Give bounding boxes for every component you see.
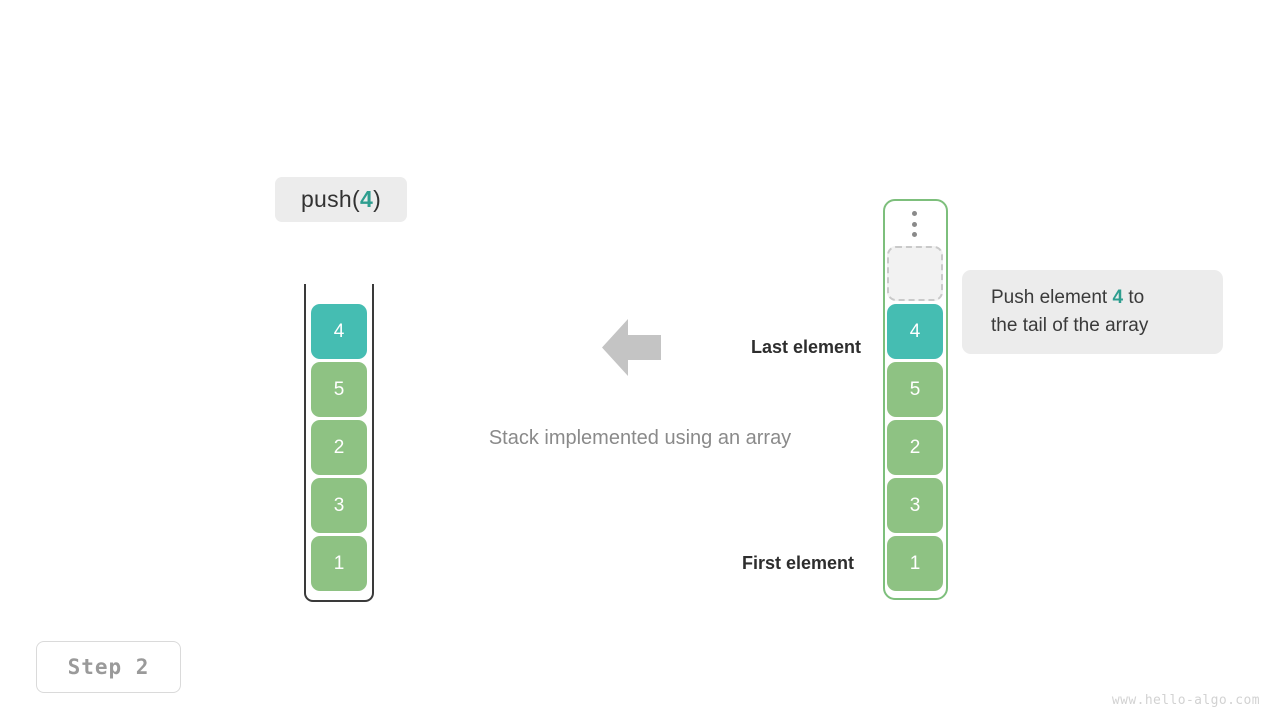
operation-prefix: push( — [300, 186, 360, 212]
stack-cell: 4 — [311, 304, 367, 359]
array-cell: 4 — [887, 304, 943, 359]
stack-container — [304, 284, 374, 602]
array-cell-list: 4 5 2 3 1 — [887, 304, 943, 594]
note-line2: the tail of the array — [991, 315, 1149, 336]
first-element-label: First element — [741, 553, 854, 573]
stack-cell: 5 — [311, 362, 367, 417]
note-line1-prefix: Push element — [991, 287, 1113, 308]
operation-suffix: ) — [373, 186, 382, 212]
step-badge: Step 2 — [36, 641, 181, 693]
vertical-ellipsis-icon — [911, 211, 917, 237]
dot — [911, 211, 917, 216]
note-line1-accent: 4 — [1112, 287, 1124, 308]
array-cell: 1 — [887, 536, 943, 591]
stack-cell: 3 — [311, 478, 367, 533]
note-line1-suffix: to — [1123, 287, 1145, 308]
stack-caption: Stack implemented using an array — [488, 427, 792, 449]
array-cell: 5 — [887, 362, 943, 417]
operation-argument: 4 — [359, 186, 374, 212]
array-cell: 2 — [887, 420, 943, 475]
watermark: www.hello-algo.com — [1111, 693, 1260, 708]
stack-cell: 2 — [311, 420, 367, 475]
last-element-label: Last element — [750, 337, 861, 357]
dot — [911, 221, 917, 227]
dot — [911, 232, 917, 237]
array-cell: 3 — [887, 478, 943, 533]
push-note: Push element 4 to the tail of the array — [962, 270, 1223, 354]
empty-array-slot — [887, 246, 943, 301]
arrow-left-icon — [602, 319, 661, 376]
operation-label: push(4) — [275, 177, 407, 222]
stack-cell-list: 4 5 2 3 1 — [311, 304, 367, 594]
stack-cell: 1 — [311, 536, 367, 591]
